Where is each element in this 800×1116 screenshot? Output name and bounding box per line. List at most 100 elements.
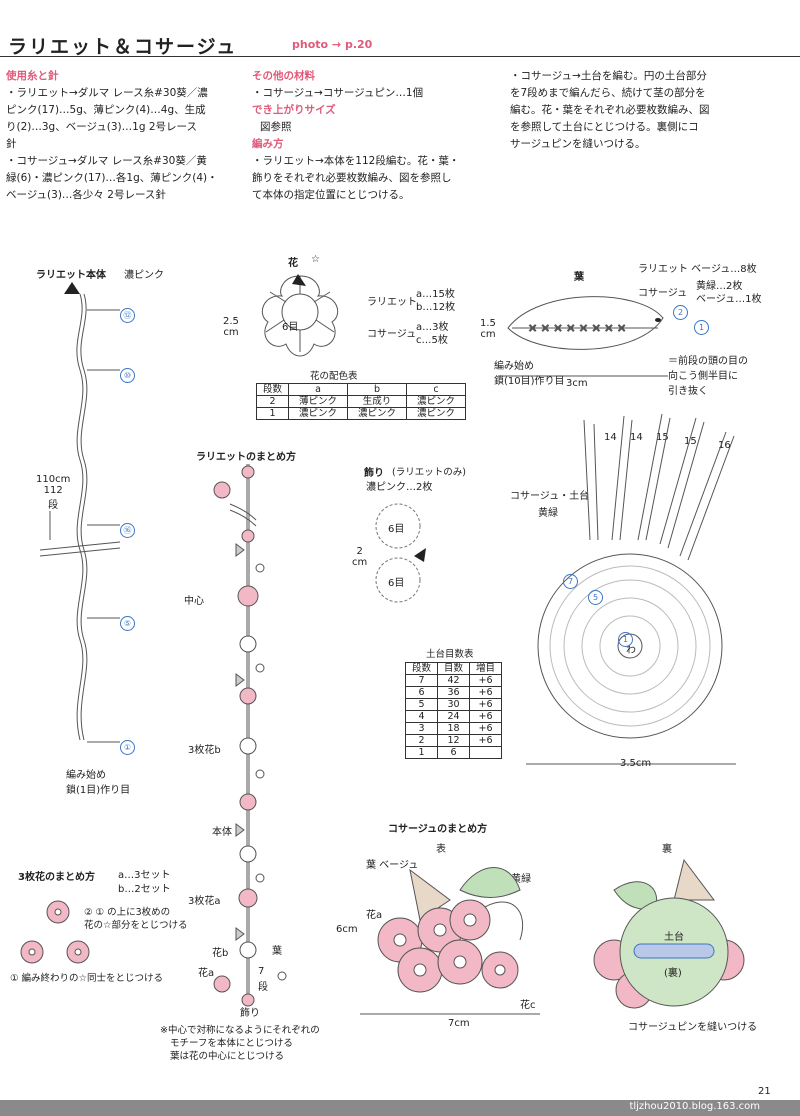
row-marker: ⑫ xyxy=(120,303,135,323)
flower-title: 花 xyxy=(288,258,298,269)
base-color: 黄緑 xyxy=(538,508,558,519)
leaf-green-count: 黄緑…2枚 xyxy=(696,281,743,292)
assembly-body: 本体 xyxy=(212,827,232,838)
materials-line: ピンク(17)…5g、薄ピンク(4)…4g、生成 xyxy=(6,104,206,116)
corsage-front-label: 表 xyxy=(436,844,446,855)
row-marker: ① xyxy=(120,735,135,755)
assembly-three-a: 3枚花a xyxy=(188,896,221,907)
row-marker: ⑯ xyxy=(120,518,135,538)
assembly-center: 中心 xyxy=(184,596,204,607)
flower-ca: a…3枚 xyxy=(416,322,449,333)
corsage-assembly-title: コサージュのまとめ方 xyxy=(388,824,488,835)
corsage-front-illustration xyxy=(360,867,540,1015)
corsage-flower-c: 花c xyxy=(520,1000,536,1011)
method-line: て本体の指定位置にとじつける。 xyxy=(252,189,410,201)
method-line: 飾りをそれぞれ必要枚数編み、図を参照し xyxy=(252,172,452,184)
stem-label: 15 xyxy=(684,436,697,447)
leaf-beige-count: ベージュ…1枚 xyxy=(696,294,762,305)
flower-star: ☆ xyxy=(311,254,320,265)
instr-line: 編む。花・葉をそれぞれ必要枚数編み、図 xyxy=(510,104,710,116)
stem-label: 14 xyxy=(604,432,617,443)
instr-line: を参照して土台にとじつける。裏側にコ xyxy=(510,121,699,133)
leaf-title: 葉 xyxy=(574,272,584,283)
materials-line: 針 xyxy=(6,138,17,150)
stem-label: 14 xyxy=(630,432,643,443)
corsage-height: 6cm xyxy=(336,924,358,935)
flower-corsage-label: コサージュ xyxy=(367,329,417,340)
base-chart xyxy=(526,413,736,765)
table-row: 段数目数増目 xyxy=(404,662,503,675)
flower-cc: c…5枚 xyxy=(416,335,448,346)
corsage-flower-a: 花a xyxy=(366,910,383,921)
row-marker: ⑩ xyxy=(120,363,135,383)
body-diagram-title: ラリエット本体 xyxy=(36,270,106,281)
assembly-three-b: 3枚花b xyxy=(188,745,221,756)
deco-color: 濃ピンク…2枚 xyxy=(366,482,433,493)
assembly-leaf: 葉 xyxy=(272,946,282,957)
other-section: その他の材料 ・コサージュ→コサージュピン…1個 でき上がりサイズ 図参照 編み… xyxy=(252,68,492,204)
lariat-body-chart xyxy=(40,282,121,743)
three-flower-b: b…2セット xyxy=(118,884,171,895)
flower-chart xyxy=(261,274,339,357)
deco-sub: (ラリエットのみ) xyxy=(392,467,466,478)
stem-label: 15 xyxy=(656,432,669,443)
three-flower-a: a…3セット xyxy=(118,870,171,881)
other-materials-heading: その他の材料 xyxy=(252,70,315,82)
assembly-note: ※中心で対称になるようにそれぞれの モチーフを本体にとじつける 葉は花の中心にと… xyxy=(160,1025,320,1062)
three-flower-step2: ② ① の上に3枚めの花の☆部分をとじつける xyxy=(84,907,188,931)
base-title: コサージュ・土台 xyxy=(510,491,590,502)
leaf-chart: ✕ ✕ ✕ ✕ ✕ ✕ ✕ ✕ xyxy=(498,296,668,377)
base-center: わ xyxy=(626,645,636,656)
leaf-width: 3cm xyxy=(566,378,588,389)
leaf-corsage-label: コサージュ xyxy=(638,288,688,299)
instructions-section: ・コサージュ→土台を編む。円の土台部分 を7段めまで編んだら、続けて茎の部分を … xyxy=(510,68,790,153)
assembly-seven: 7 xyxy=(258,966,265,977)
corsage-back-label: 裏 xyxy=(662,844,672,855)
materials-line: ベージュ(3)…各少々 2号レース針 xyxy=(6,189,166,201)
footer-watermark: tljzhou2010.blog.163.com xyxy=(629,1101,760,1112)
instr-line: ・コサージュ→土台を編む。円の土台部分 xyxy=(510,70,707,82)
deco-center-2: 6目 xyxy=(388,578,405,589)
row-marker: 1 xyxy=(618,627,633,647)
deco-chart xyxy=(375,503,426,603)
body-diagram-color: 濃ピンク xyxy=(124,270,164,281)
materials-line: ・コサージュ→ダルマ レース糸#30葵／黄 xyxy=(6,155,207,167)
size-heading: でき上がりサイズ xyxy=(252,104,336,116)
size-text: 図参照 xyxy=(260,121,292,133)
row-marker: 2 xyxy=(673,300,688,320)
instr-line: を7段めまで編んだら、続けて茎の部分を xyxy=(510,87,706,99)
corsage-leaf-beige: 葉 ベージュ xyxy=(366,860,419,871)
body-start-note: 編み始め鎖(1目)作り目 xyxy=(66,770,131,796)
page-number: 21 xyxy=(758,1086,771,1097)
corsage-pin-note: コサージュピンを縫いつける xyxy=(628,1022,758,1033)
corsage-width: 7cm xyxy=(448,1018,470,1029)
corsage-back-illustration xyxy=(593,858,745,1009)
assembly-diagram xyxy=(213,464,287,1007)
three-flower-step1: ① 編み終わりの☆同士をとじつける xyxy=(10,973,164,984)
page-title: ラリエット＆コサージュ xyxy=(8,36,238,58)
row-marker: 1 xyxy=(694,315,709,335)
materials-heading: 使用糸と針 xyxy=(6,70,59,82)
assembly-flower-b: 花b xyxy=(212,948,229,959)
materials-section: 使用糸と針 ・ラリエット→ダルマ レース糸#30葵／濃 ピンク(17)…5g、薄… xyxy=(6,68,246,204)
three-flower-diagram xyxy=(20,900,90,964)
flower-lb: b…12枚 xyxy=(416,302,456,313)
method-line: ・ラリエット→本体を112段編む。花・葉・ xyxy=(252,155,460,167)
corsage-back-note: (裏) xyxy=(664,968,682,979)
photo-reference: photo → p.20 xyxy=(292,38,373,51)
row-marker: 7 xyxy=(563,569,578,589)
assembly-flower-a: 花a xyxy=(198,968,215,979)
svg-text:✕ ✕ ✕ ✕ ✕ ✕ ✕ ✕: ✕ ✕ ✕ ✕ ✕ ✕ ✕ ✕ xyxy=(528,322,626,335)
leaf-start-note: 編み始め鎖(10目)作り目 xyxy=(494,361,565,387)
